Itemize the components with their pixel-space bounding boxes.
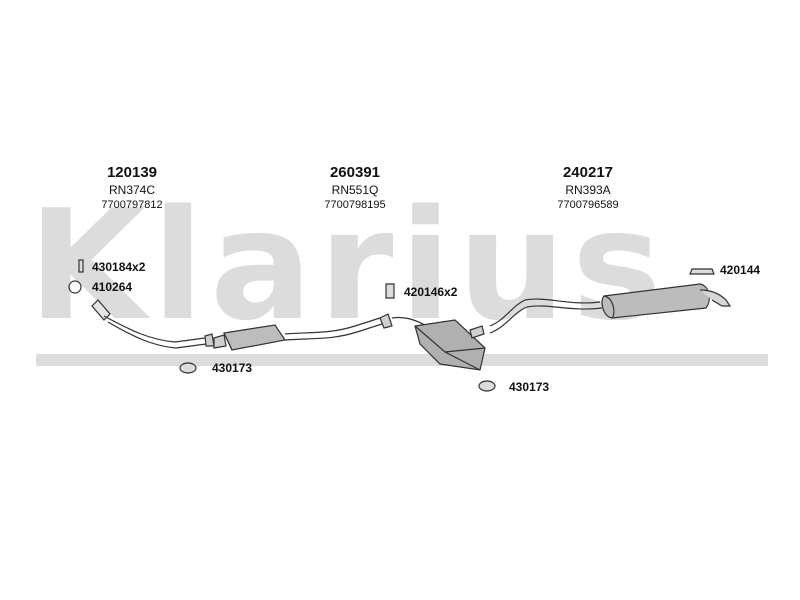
part-code: RN374C	[108, 183, 156, 197]
accessory-ring-label: 410264	[92, 280, 133, 294]
clamp-icon	[478, 380, 496, 392]
accessory-bolt-label: 430184x2	[92, 260, 146, 274]
centre-silencer	[213, 317, 383, 351]
accessory-clamp-left-label: 430173	[212, 361, 253, 375]
rubber-mount-icon	[689, 268, 715, 275]
oe-number: 7700798195	[324, 199, 386, 211]
watermark-underline	[36, 354, 768, 366]
part-label-rear-silencer: 240217 RN393A 7700796589	[518, 164, 658, 213]
front-pipe	[91, 299, 215, 349]
hanger-icon	[385, 283, 395, 299]
oe-number: 7700796589	[557, 199, 619, 211]
ring-icon	[68, 280, 82, 294]
accessory-icons	[68, 259, 715, 392]
klarius-watermark: Klarius	[28, 196, 669, 336]
part-label-front-pipe: 120139 RN374C 7700797812	[62, 164, 202, 213]
oe-number: 7700797812	[101, 199, 163, 211]
accessory-rubber-label: 420144	[720, 263, 761, 277]
part-label-centre-silencer: 260391 RN551Q 7700798195	[285, 164, 425, 213]
bolt-icon	[78, 259, 84, 273]
part-number: 240217	[562, 164, 614, 181]
mid-silencer	[379, 313, 486, 371]
part-number: 120139	[106, 164, 158, 181]
part-code: RN551Q	[331, 183, 379, 197]
part-number: 260391	[329, 164, 381, 181]
tail-pipe	[469, 298, 603, 339]
clamp-icon	[179, 362, 197, 374]
accessory-clamp-right-label: 430173	[509, 380, 550, 394]
rear-silencer	[601, 283, 732, 319]
part-code: RN393A	[565, 183, 611, 197]
accessory-hanger-label: 420146x2	[404, 285, 458, 299]
